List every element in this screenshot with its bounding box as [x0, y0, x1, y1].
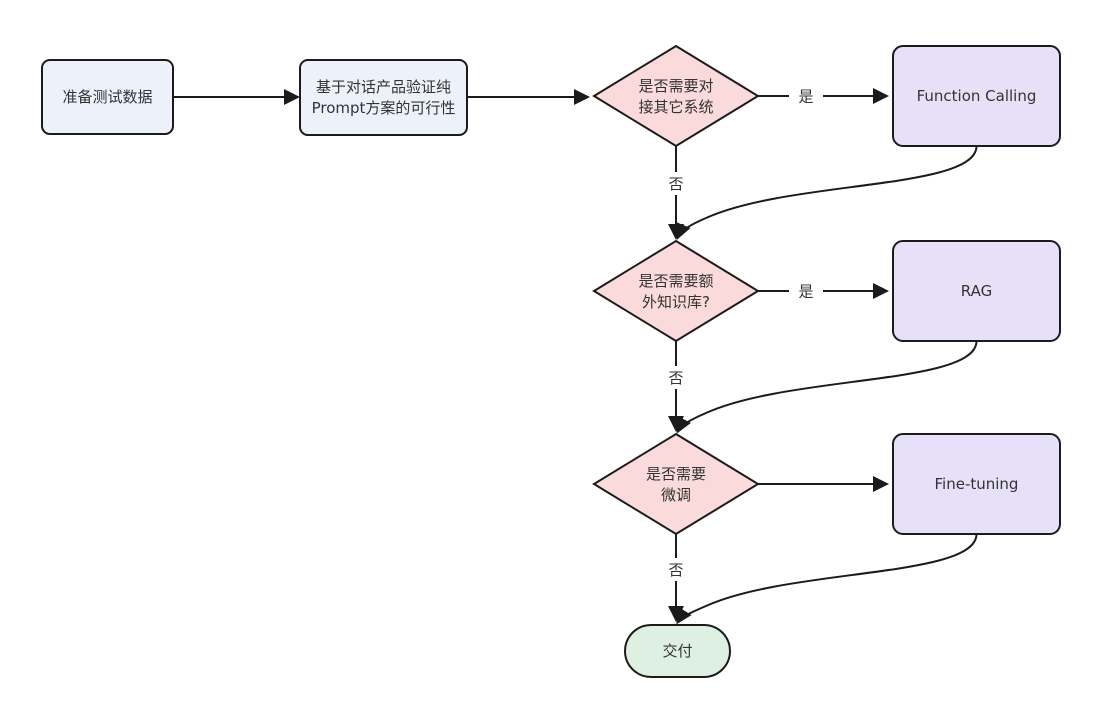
node-rag: RAG [892, 240, 1061, 342]
edge-label-no-3: 否 [659, 558, 693, 581]
node-validate: 基于对话产品验证纯 Prompt方案的可行性 [299, 59, 468, 136]
nodes: 准备测试数据 基于对话产品验证纯 Prompt方案的可行性 是否需要对 接其它系… [41, 44, 1061, 678]
edge-label-no-1-bg [659, 172, 693, 195]
node-deliver-shape [624, 624, 731, 678]
edge-label-yes-1-text: 是 [798, 88, 813, 106]
node-validate-shape [299, 59, 468, 136]
edge-rag-to-decision3 [676, 340, 978, 434]
edge-label-yes-2: 是 [789, 280, 823, 303]
node-rag-label: RAG [961, 282, 992, 300]
node-prepare-label: 准备测试数据 [62, 88, 152, 106]
node-validate-label-line2: Prompt方案的可行性 [312, 99, 456, 117]
edge-label-no-1: 否 [659, 172, 693, 195]
node-decision-connect-systems-shape [592, 44, 760, 148]
node-decision-connect-systems-line2: 接其它系统 [638, 98, 713, 116]
edge-fine-tuning-to-deliver [676, 533, 978, 625]
edge-function-calling-to-decision2 [675, 145, 978, 240]
node-decision-fine-tune-line1: 是否需要 [646, 465, 706, 483]
edge-label-no-3-text: 否 [668, 561, 683, 579]
edge-label-no-2-bg [659, 366, 693, 389]
edge-label-yes-1: 是 [789, 85, 823, 108]
node-decision-knowledge-base-shape [592, 239, 760, 343]
node-decision-fine-tune: 是否需要 微调 [592, 432, 760, 536]
node-validate-label-line1: 基于对话产品验证纯 [316, 78, 451, 96]
edge-label-yes-2-bg [789, 280, 823, 303]
node-fine-tuning: Fine-tuning [892, 433, 1061, 535]
edge-label-yes-1-bg [789, 85, 823, 108]
node-function-calling-shape [892, 45, 1061, 147]
node-function-calling: Function Calling [892, 45, 1061, 147]
node-rag-shape [892, 240, 1061, 342]
node-prepare-shape [41, 59, 174, 135]
node-decision-knowledge-base: 是否需要额 外知识库? [592, 239, 760, 343]
node-decision-knowledge-base-line2: 外知识库? [642, 293, 710, 311]
node-decision-knowledge-base-line1: 是否需要额 [638, 272, 713, 290]
node-fine-tuning-shape [892, 433, 1061, 535]
node-function-calling-label: Function Calling [917, 87, 1037, 105]
edge-label-no-3-bg [659, 558, 693, 581]
edges [173, 88, 978, 625]
node-deliver: 交付 [624, 624, 731, 678]
edge-label-yes-2-text: 是 [798, 283, 813, 301]
node-decision-connect-systems-line1: 是否需要对 [638, 77, 713, 95]
edge-label-no-1-text: 否 [668, 175, 683, 193]
edge-label-no-2-text: 否 [668, 369, 683, 387]
node-decision-connect-systems: 是否需要对 接其它系统 [592, 44, 760, 148]
node-decision-fine-tune-line2: 微调 [661, 486, 691, 504]
node-prepare: 准备测试数据 [41, 59, 174, 135]
node-decision-fine-tune-shape [592, 432, 760, 536]
edge-label-no-2: 否 [659, 366, 693, 389]
edge-labels: 是 否 是 否 否 [659, 85, 823, 581]
node-deliver-label: 交付 [662, 642, 692, 660]
node-fine-tuning-label: Fine-tuning [935, 475, 1019, 493]
